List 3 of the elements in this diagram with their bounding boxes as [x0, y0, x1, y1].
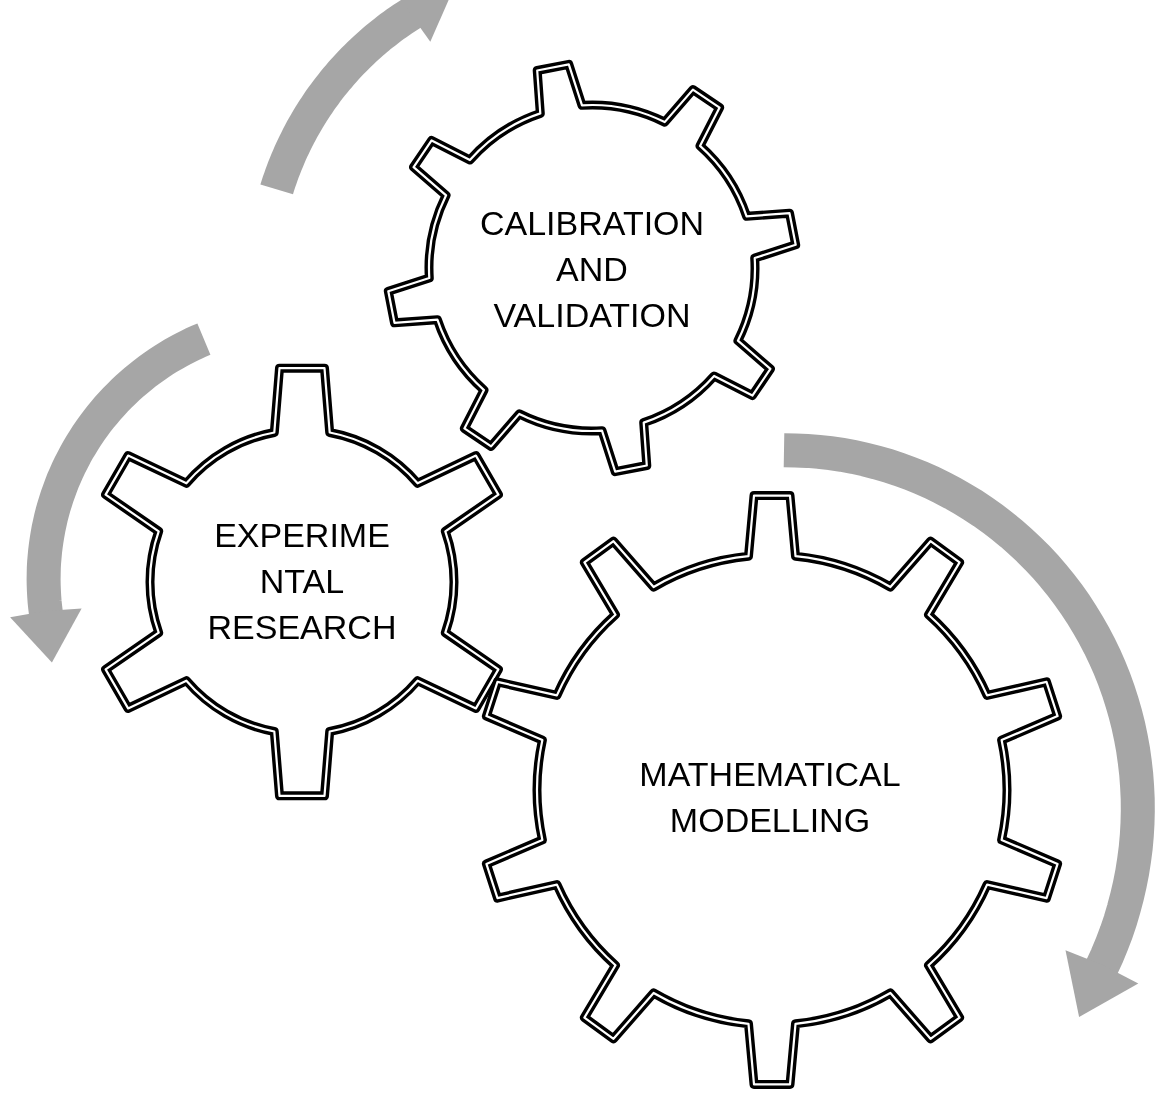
gear-label: MATHEMATICAL MODELLING	[638, 754, 902, 841]
gear-label: EXPERIME NTAL RESEARCH	[206, 515, 398, 648]
gear-label: CALIBRATION AND VALIDATION	[478, 203, 706, 336]
